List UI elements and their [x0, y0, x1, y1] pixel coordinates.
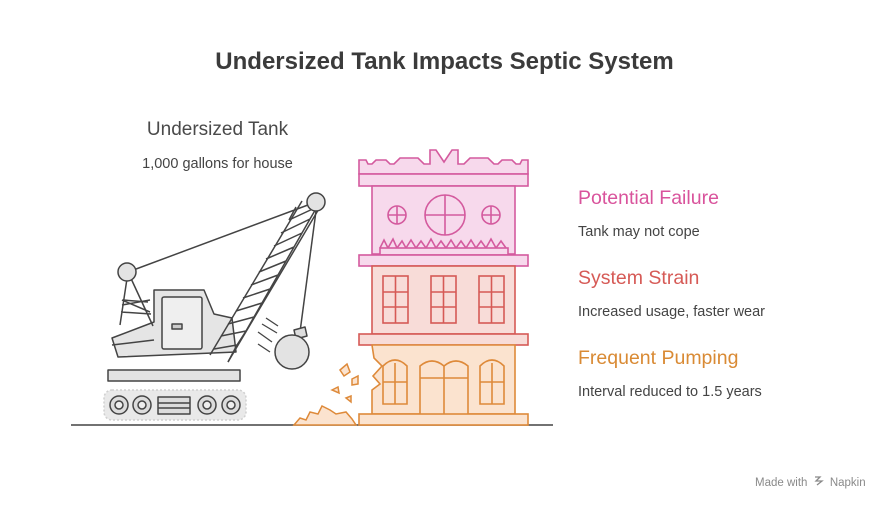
crane-base	[107, 369, 241, 382]
crane-window	[161, 296, 203, 350]
crane-a-frame-pulley	[117, 262, 137, 282]
crane-a-frame	[119, 271, 154, 327]
wrecking-ball	[274, 334, 310, 370]
building-middle-floor	[358, 265, 529, 346]
napkin-logo-icon	[814, 476, 824, 489]
crane-tip-pulley	[306, 192, 326, 212]
branding[interactable]: Made with Napkin	[755, 476, 866, 489]
crane-tracks	[103, 389, 247, 421]
page-title: Undersized Tank Impacts Septic System	[215, 48, 674, 75]
crane-subtext: 1,000 gallons for house	[142, 156, 293, 172]
brand-name: Napkin	[829, 477, 866, 489]
item-description-potential-failure: Tank may not cope	[578, 224, 700, 240]
crane-cable	[127, 201, 317, 273]
motion-lines	[257, 317, 279, 353]
grass-strip	[379, 237, 507, 250]
item-heading-frequent-pumping: Frequent Pumping	[578, 347, 739, 369]
building-ground-floor	[358, 344, 529, 426]
item-heading-potential-failure: Potential Failure	[578, 187, 719, 209]
crane-boom	[209, 200, 321, 363]
item-description-system-strain: Increased usage, faster wear	[578, 304, 765, 320]
debris	[292, 362, 359, 426]
item-description-frequent-pumping: Interval reduced to 1.5 years	[578, 384, 762, 400]
building	[292, 149, 529, 426]
made-with-label: Made with	[755, 477, 808, 489]
crane-heading: Undersized Tank	[146, 119, 289, 140]
item-heading-system-strain: System Strain	[578, 267, 700, 289]
wrecking-crane	[103, 192, 326, 421]
building-top-floor	[358, 149, 529, 267]
